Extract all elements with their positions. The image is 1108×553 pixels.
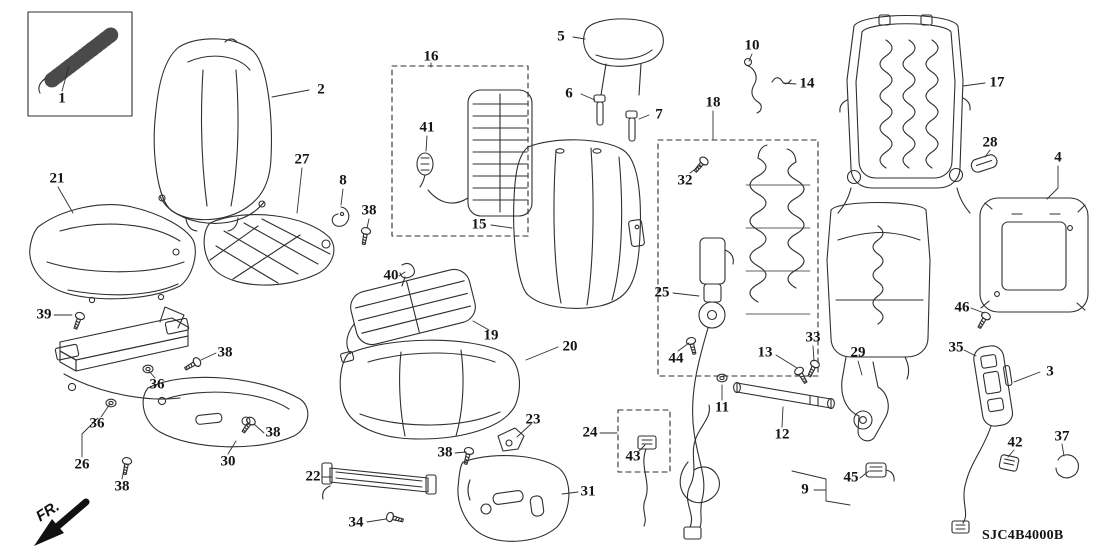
screw-34 [384,511,405,526]
part-connector-42 [998,454,1020,472]
part-connecting-rod [733,381,835,410]
part-harness-clip-kit [27,11,133,117]
fasteners [70,154,993,526]
nut-36-a [142,364,154,374]
part-cushion-trim [29,204,196,304]
screw-38-c [119,456,133,476]
part-spring-clip-14 [771,77,792,85]
lumbar-kit-box [657,139,819,377]
part-recliner-frame [826,202,931,442]
leader-lines [53,36,1065,523]
part-bracket-23 [497,427,525,452]
part-seat-cushion [339,339,520,440]
part-heater-connector [416,152,434,188]
part-inner-cover [142,376,309,448]
part-connector-45 [865,462,895,482]
part-cushion-heater-pad [340,268,476,363]
option-harness-box [617,409,671,473]
part-recliner-cover [203,214,335,286]
screw-46 [974,310,993,331]
screw-38-b [182,355,203,374]
part-bracket-10 [743,57,762,114]
part-cap-28 [970,154,998,173]
part-headrest-guide-7 [625,110,638,142]
part-cord-hook [331,206,350,227]
bolt-13 [792,365,811,386]
part-outer-switch-cover [457,455,570,542]
part-seatback-heater-pad [427,89,533,217]
part-headrest-guide-6 [593,94,606,126]
part-wire-harness [679,404,720,540]
part-slide-rail-front [321,462,437,500]
washer-11 [716,373,728,383]
part-switch-panel [951,345,1014,534]
screw-39 [70,310,87,331]
nut-36-b [105,398,117,408]
part-hook-37 [1055,454,1080,479]
fr-label: FR. [33,498,63,525]
fr-direction-arrow: FR. [33,498,90,546]
part-seatback-pad [513,139,645,309]
part-seatback-frame [837,14,971,214]
part-seatback-panel [979,197,1089,313]
part-lumbar-support-mat [745,144,811,315]
heater-kit-box [391,65,529,237]
screw-38-d [238,415,258,436]
screw-44 [685,335,700,356]
diagram-code: SJC4B4000B [982,528,1064,543]
part-lumbar-motor [692,237,734,528]
part-seatback-cover [153,38,272,232]
part-slide-rail-outer [54,306,190,406]
part-headrest [583,18,664,96]
screw-38-a [358,226,372,246]
part-connector-43 [637,435,657,527]
